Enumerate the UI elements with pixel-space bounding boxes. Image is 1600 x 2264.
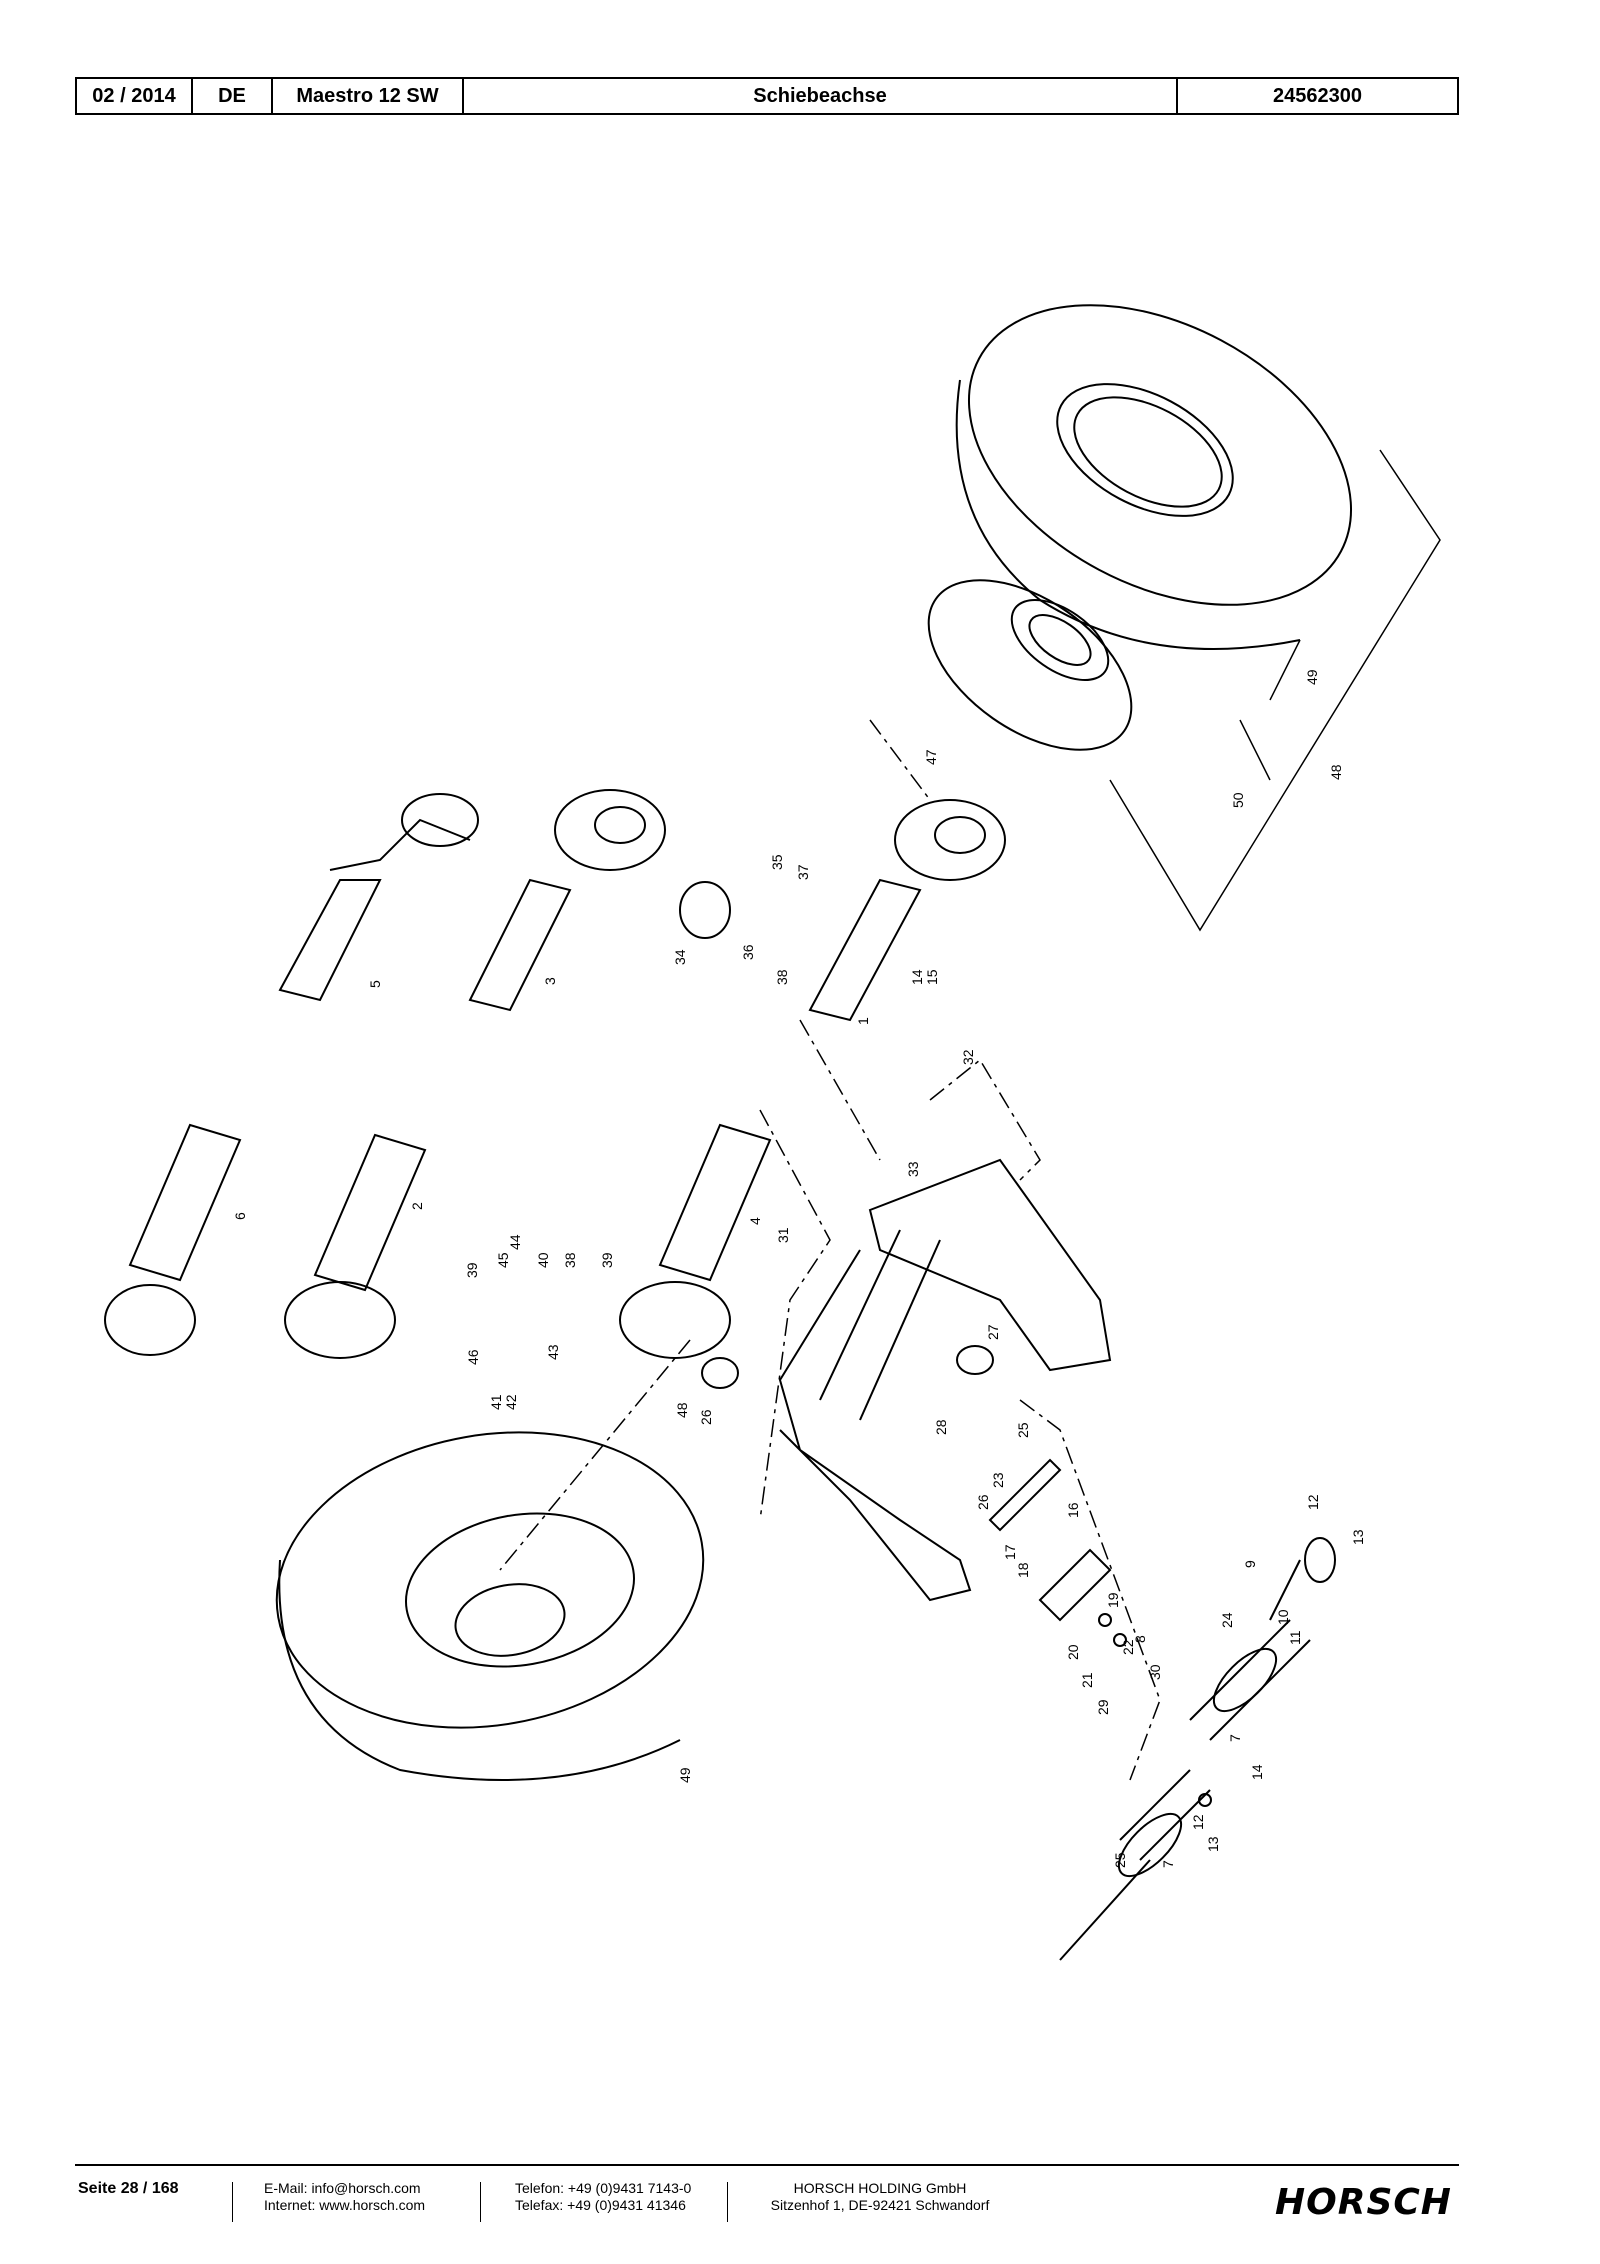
footer-fax: Telefax: +49 (0)9431 41346 (515, 2197, 686, 2213)
part-label: 23 (990, 1472, 1006, 1488)
part-label: 29 (1095, 1699, 1111, 1715)
part-label: 31 (775, 1227, 791, 1243)
part-label: 27 (985, 1324, 1001, 1340)
footer-contact-web: E-Mail: info@horsch.com Internet: www.ho… (264, 2180, 425, 2214)
part-label: 38 (562, 1252, 578, 1268)
plates-and-hardware (988, 1458, 1212, 1807)
upper-axles (278, 789, 1006, 1022)
part-label: 41 (488, 1394, 504, 1410)
part-label: 5 (367, 980, 383, 988)
part-labels: 1 2 3 4 5 6 7 7 8 9 10 11 12 12 13 13 14… (232, 669, 1366, 1868)
part-label: 45 (495, 1252, 511, 1268)
part-label: 7 (1227, 1734, 1243, 1742)
part-label: 21 (1079, 1672, 1095, 1688)
part-label: 8 (1132, 1635, 1148, 1643)
horsch-logo: HORSCH (1275, 2182, 1452, 2223)
part-label: 26 (698, 1409, 714, 1425)
upper-tire (955, 304, 1353, 650)
part-label: 15 (924, 969, 940, 985)
part-label: 35 (769, 854, 785, 870)
header-date: 02 / 2014 (77, 79, 193, 113)
part-label: 16 (1065, 1502, 1081, 1518)
bracket-49 (1109, 449, 1441, 932)
part-label: 47 (923, 749, 939, 765)
part-label: 7 (1160, 1860, 1176, 1868)
header-model: Maestro 12 SW (273, 79, 464, 113)
footer-address: Sitzenhof 1, DE-92421 Schwandorf (770, 2197, 990, 2213)
part-label: 46 (465, 1349, 481, 1365)
part-label: 13 (1350, 1529, 1366, 1545)
sliding-frame (778, 1158, 1112, 1602)
part-label: 44 (507, 1234, 523, 1250)
part-label: 42 (503, 1394, 519, 1410)
part-label: 22 (1120, 1639, 1136, 1655)
part-label: 12 (1190, 1814, 1206, 1830)
footer-separator (727, 2182, 728, 2222)
part-label: 20 (1065, 1644, 1081, 1660)
part-label: 43 (545, 1344, 561, 1360)
part-label: 19 (1105, 1592, 1121, 1608)
part-label: 3 (542, 977, 558, 985)
part-label: 28 (933, 1419, 949, 1435)
part-label: 4 (747, 1217, 763, 1225)
part-label: 2 (409, 1202, 425, 1210)
part-label: 37 (795, 864, 811, 880)
cylinders (1059, 1537, 1336, 1961)
footer-contact-phone: Telefon: +49 (0)9431 7143-0 Telefax: +49… (515, 2180, 691, 2214)
footer-company-block: HORSCH HOLDING GmbH Sitzenhof 1, DE-9242… (760, 2180, 1000, 2214)
footer-company: HORSCH HOLDING GmbH (793, 2180, 967, 2196)
header-part-number: 24562300 (1273, 84, 1362, 107)
lower-axles (104, 1123, 772, 1389)
part-label: 9 (1242, 1560, 1258, 1568)
upper-rim (927, 579, 1133, 751)
page-number: Seite 28 / 168 (78, 2180, 179, 2197)
part-label: 36 (740, 944, 756, 960)
part-label: 34 (672, 949, 688, 965)
part-label: 6 (232, 1212, 248, 1220)
header-title: Schiebeachse (464, 79, 1178, 113)
part-label: 18 (1015, 1562, 1031, 1578)
assembly-lines (499, 719, 1161, 1781)
part-label: 30 (1147, 1664, 1163, 1680)
header-language: DE (193, 79, 273, 113)
part-label: 38 (774, 969, 790, 985)
part-label: 40 (535, 1252, 551, 1268)
part-label: 17 (1002, 1544, 1018, 1560)
part-label: 25 (1015, 1422, 1031, 1438)
part-label: 49 (677, 1767, 693, 1783)
part-label: 14 (1249, 1764, 1265, 1780)
part-label: 13 (1205, 1836, 1221, 1852)
part-label: 1 (855, 1017, 871, 1025)
footer-separator (480, 2182, 481, 2222)
part-label: 32 (960, 1049, 976, 1065)
part-label: 33 (905, 1161, 921, 1177)
part-label: 10 (1275, 1609, 1291, 1625)
part-label: 26 (975, 1494, 991, 1510)
part-label: 39 (464, 1262, 480, 1278)
part-label: 25 (1112, 1852, 1128, 1868)
part-label: 39 (599, 1252, 615, 1268)
part-label: 14 (909, 969, 925, 985)
footer-email: E-Mail: info@horsch.com (264, 2180, 421, 2196)
lower-tire (275, 1431, 705, 1781)
part-label: 11 (1287, 1630, 1303, 1645)
part-label: 12 (1305, 1494, 1321, 1510)
part-label: 48 (674, 1402, 690, 1418)
footer-internet: Internet: www.horsch.com (264, 2197, 426, 2213)
part-label: 24 (1219, 1612, 1235, 1628)
part-label: 50 (1230, 792, 1246, 808)
part-label: 48 (1328, 764, 1344, 780)
footer-phone: Telefon: +49 (0)9431 7143-0 (515, 2180, 692, 2196)
part-label: 49 (1304, 669, 1320, 685)
footer-separator (232, 2182, 233, 2222)
footer-divider (75, 2164, 1459, 2166)
header-table: 02 / 2014 DE Maestro 12 SW Schiebeachse … (75, 77, 1459, 115)
